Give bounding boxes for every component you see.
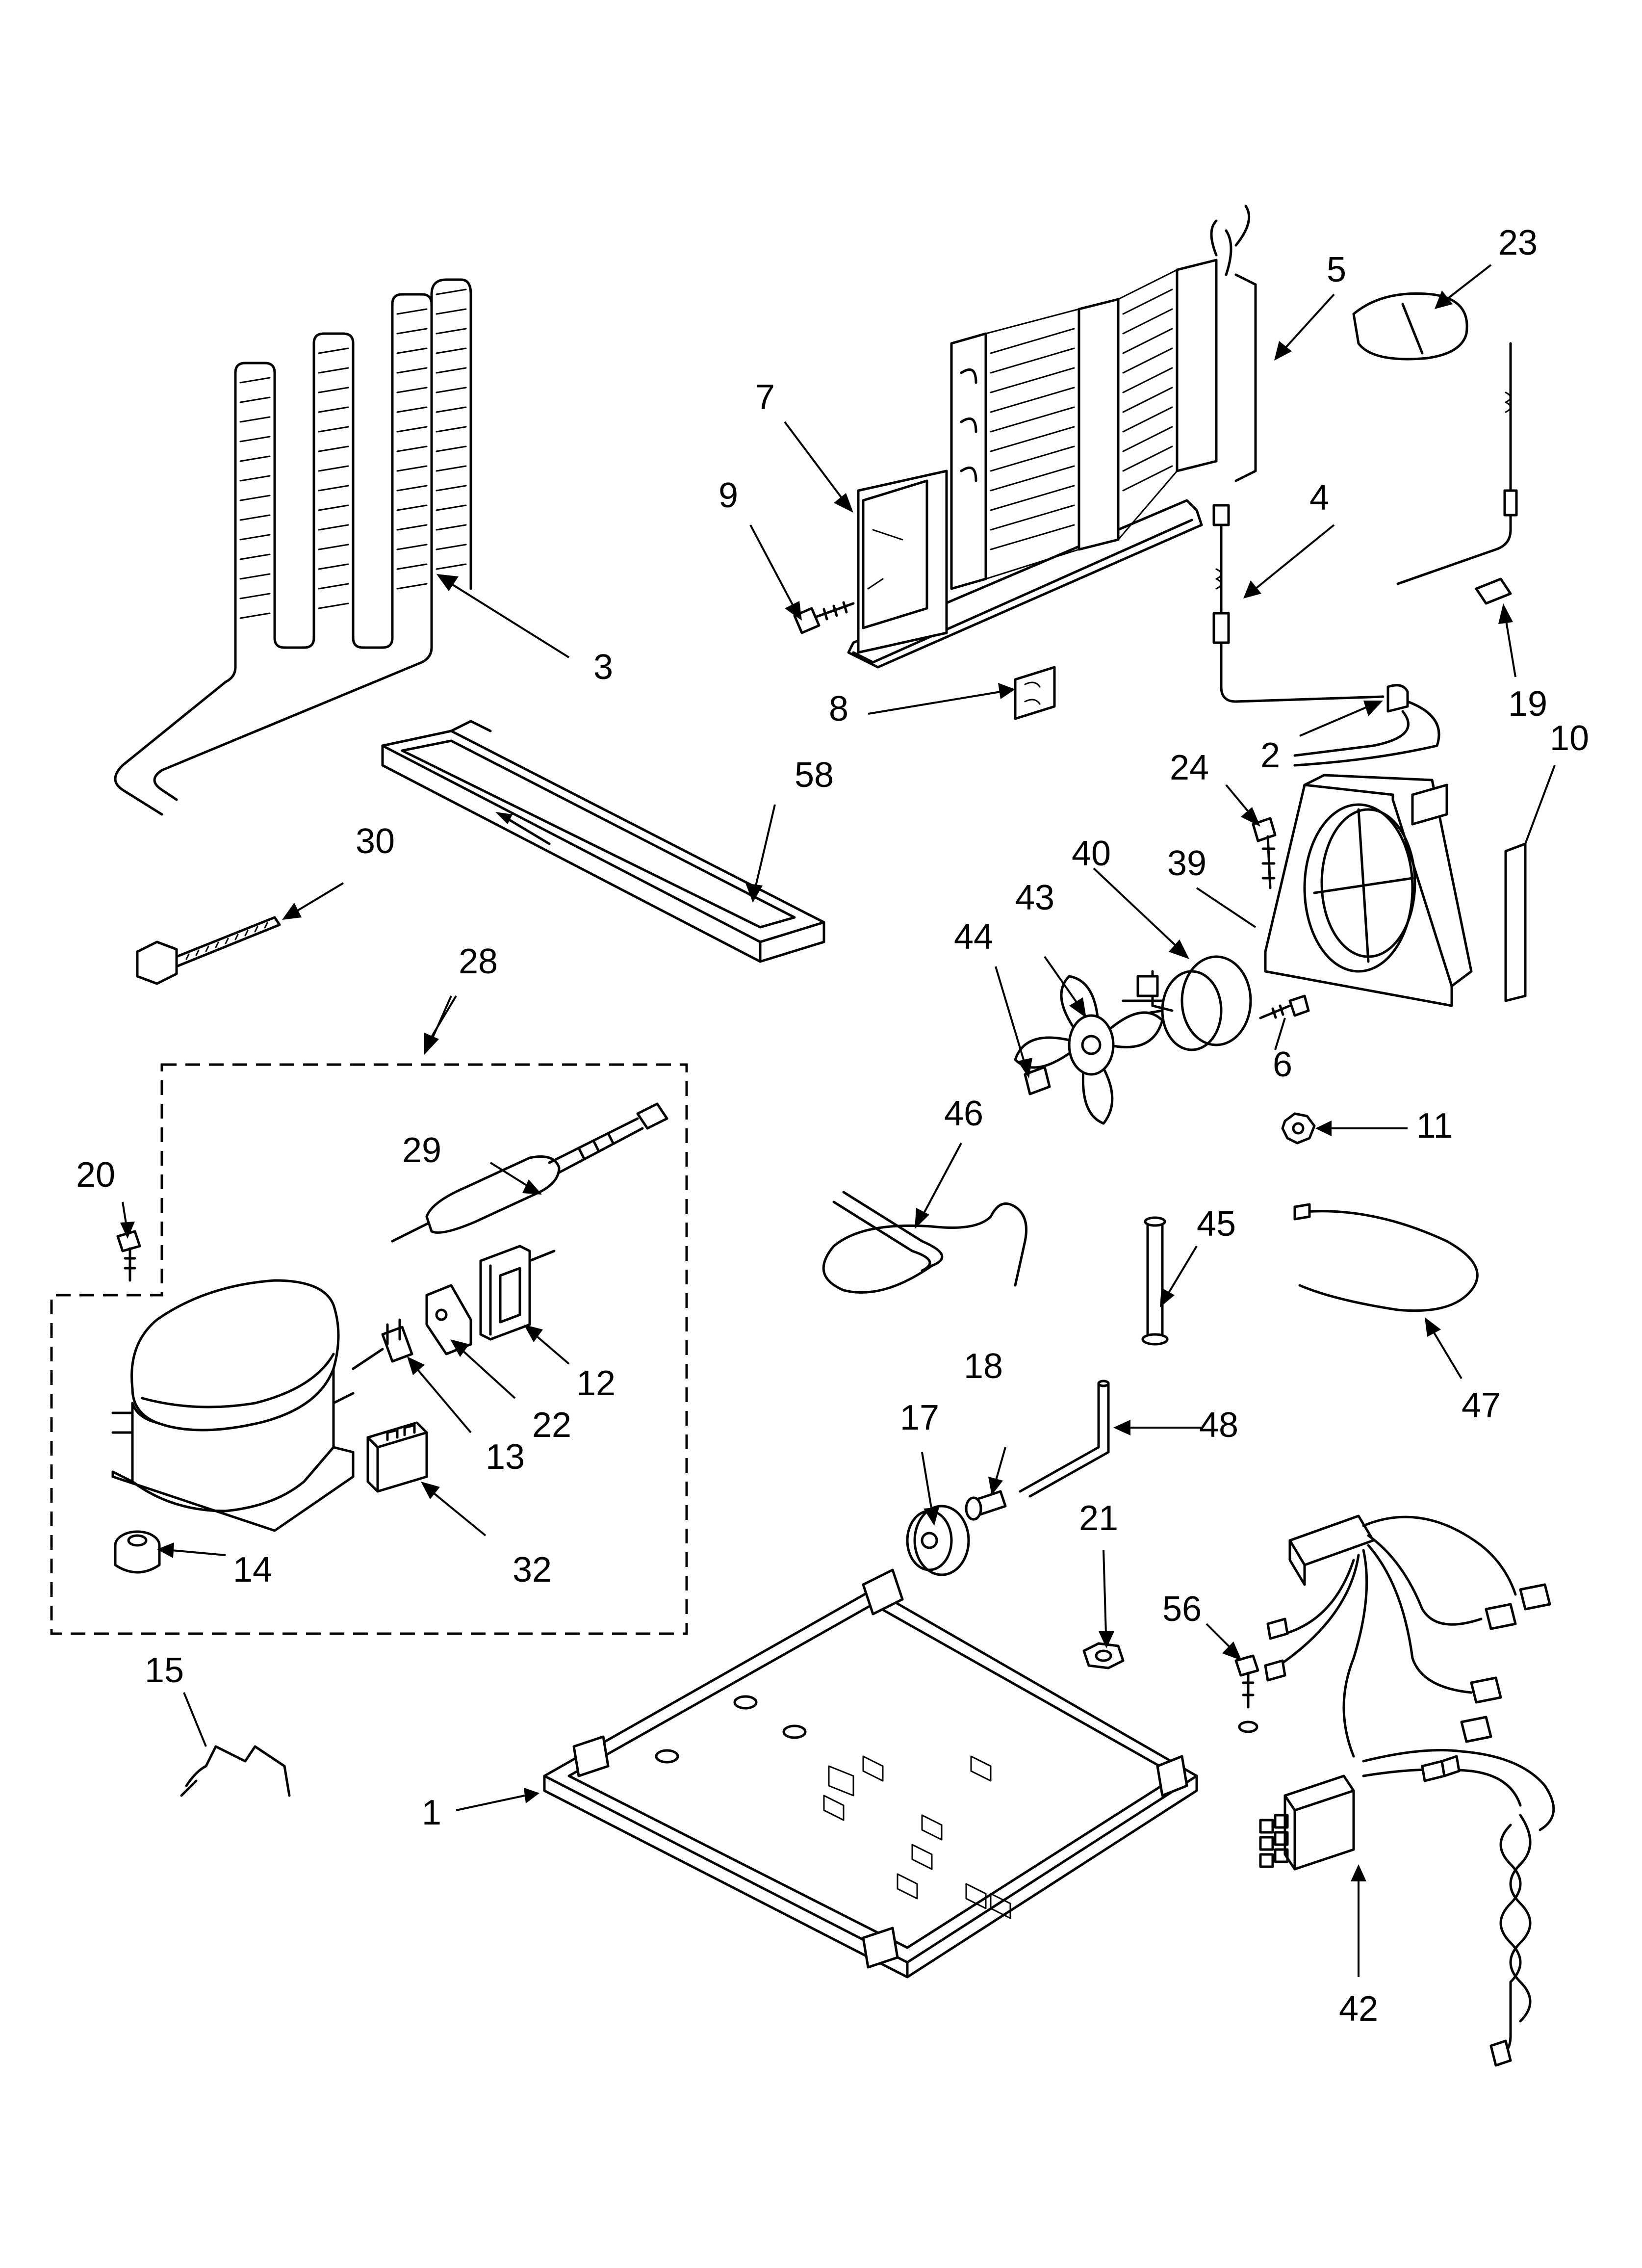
callout-12: 12 <box>576 1364 616 1403</box>
tube-loop-46-part <box>822 1191 1027 1294</box>
screw-6-part <box>1259 994 1310 1019</box>
drier-filter-29-part <box>391 1102 668 1243</box>
callout-1: 1 <box>422 1793 441 1832</box>
condenser-coil-part <box>114 278 472 816</box>
fan-motor-part <box>1122 955 1252 1051</box>
callout-17: 17 <box>900 1398 939 1437</box>
harness-plug-2-part <box>1293 684 1440 767</box>
callout-47: 47 <box>1462 1386 1501 1425</box>
callout-15: 15 <box>145 1651 184 1690</box>
callout-24: 24 <box>1170 748 1209 787</box>
nut-21-part <box>1082 1642 1125 1669</box>
compressor-part <box>111 1279 355 1532</box>
callout-44: 44 <box>954 917 993 957</box>
callout-labels: 7 9 8 5 23 4 3 19 2 10 24 58 30 39 40 43… <box>76 223 1589 2029</box>
callout-32: 32 <box>513 1550 552 1590</box>
callout-58: 58 <box>795 756 834 795</box>
cover-pad-part <box>1352 292 1468 361</box>
clip-8-part <box>1014 666 1056 720</box>
callout-20: 20 <box>76 1155 115 1195</box>
fan-blade-part <box>1014 975 1164 1125</box>
callout-5: 5 <box>1327 250 1346 289</box>
capacitor-32-part <box>366 1421 428 1493</box>
callout-14: 14 <box>233 1550 272 1590</box>
wire-clip-15-part <box>180 1745 291 1797</box>
callout-48: 48 <box>1199 1406 1238 1445</box>
callout-22: 22 <box>532 1406 571 1445</box>
overload-12-part <box>479 1245 556 1341</box>
callout-23: 23 <box>1498 223 1538 262</box>
callout-42: 42 <box>1339 1989 1378 2029</box>
callout-40: 40 <box>1072 834 1111 873</box>
thermistor-19-part <box>1396 342 1518 605</box>
tube-elbow-48-part <box>1019 1380 1110 1498</box>
callout-7: 7 <box>755 378 775 417</box>
grommet-14-part <box>114 1530 161 1574</box>
callout-21: 21 <box>1079 1499 1118 1538</box>
callout-56: 56 <box>1162 1590 1202 1629</box>
drain-pan-part <box>381 720 825 963</box>
callout-4: 4 <box>1309 478 1329 518</box>
screw-24-part <box>1252 817 1277 889</box>
callout-11: 11 <box>1416 1106 1453 1146</box>
strip-10-part <box>1504 842 1527 1002</box>
screw-9-part <box>793 601 855 634</box>
fan-shroud-part <box>1264 774 1473 1007</box>
screw-56-part <box>1234 1654 1259 1733</box>
screw-20-part <box>116 1230 141 1282</box>
callout-8: 8 <box>829 689 848 729</box>
relay-22-part <box>425 1284 472 1356</box>
callout-3: 3 <box>593 648 613 687</box>
callout-46: 46 <box>944 1094 983 1133</box>
callout-43: 43 <box>1015 878 1054 917</box>
callout-28: 28 <box>459 942 498 981</box>
terminal-block-13-part <box>352 1318 413 1370</box>
callout-45: 45 <box>1197 1204 1236 1244</box>
pin-45-part <box>1141 1216 1169 1346</box>
clip-44-part <box>1024 1066 1051 1095</box>
evaporator-assembly-part <box>847 205 1257 669</box>
callout-13: 13 <box>486 1437 525 1477</box>
leader-lines <box>120 264 1556 1977</box>
wheel-17-part <box>906 1505 970 1576</box>
callout-9: 9 <box>718 476 738 515</box>
axle-18-part <box>965 1490 1007 1521</box>
thermistor-wire-part <box>1212 504 1385 703</box>
callout-29: 29 <box>402 1131 441 1170</box>
wire-harness-42-part <box>1259 1514 1555 2067</box>
cable-tie-part <box>136 916 281 985</box>
callout-6: 6 <box>1273 1045 1292 1084</box>
base-frame-part <box>543 1568 1198 1979</box>
callout-10: 10 <box>1550 719 1589 758</box>
callout-2: 2 <box>1260 736 1280 775</box>
callout-18: 18 <box>964 1347 1003 1386</box>
kit-boundary-28 <box>50 1063 688 1635</box>
wire-loop-47-part <box>1293 1203 1479 1312</box>
grommet-11-part <box>1281 1112 1316 1145</box>
callout-19: 19 <box>1508 684 1547 724</box>
callout-39: 39 <box>1167 844 1206 883</box>
callout-30: 30 <box>356 822 395 861</box>
